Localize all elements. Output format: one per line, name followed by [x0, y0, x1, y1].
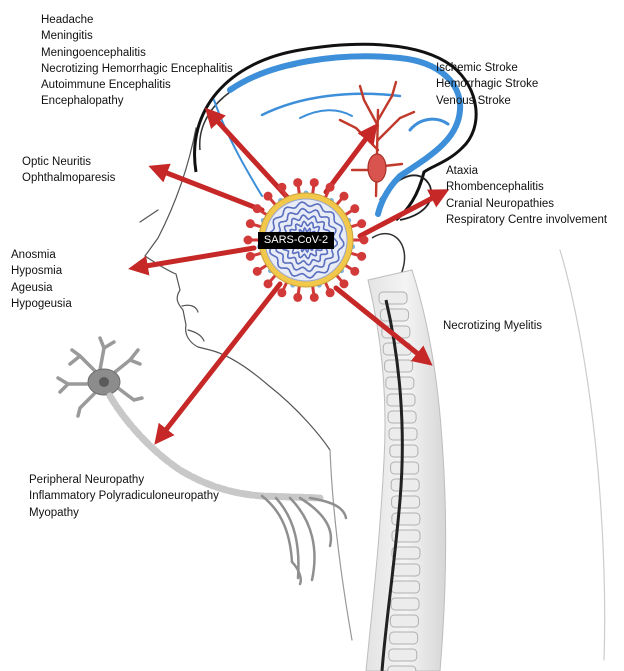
label-item: Ischemic Stroke	[436, 60, 538, 76]
label-group-peripheral: Peripheral Neuropathy Inflammatory Polyr…	[29, 472, 219, 521]
label-item: Headache	[41, 12, 233, 28]
virus-spike-head	[253, 204, 262, 213]
label-item: Hypogeusia	[11, 296, 72, 312]
neuron-icon	[58, 338, 346, 584]
label-item: Cranial Neuropathies	[446, 196, 607, 212]
spine-icon	[366, 270, 446, 671]
label-item: Ataxia	[446, 163, 607, 179]
virus-spike-head	[350, 204, 359, 213]
vertebra	[389, 649, 417, 661]
virus-spike-head	[310, 178, 319, 187]
label-item: Inflammatory Polyradiculoneuropathy	[29, 488, 219, 504]
label-group-cns-inflammatory: Headache Meningitis Meningoencephalitis …	[41, 12, 233, 110]
venous-sinus-icon	[214, 56, 460, 214]
label-item: Ageusia	[11, 280, 72, 296]
label-item: Autoimmune Encephalitis	[41, 77, 233, 93]
vertebra	[391, 462, 419, 474]
vertebra	[392, 496, 420, 508]
vertebra	[391, 598, 419, 610]
virus-label: SARS-CoV-2	[258, 232, 334, 249]
label-item: Hyposmia	[11, 263, 72, 279]
label-item: Ophthalmoparesis	[22, 170, 115, 186]
virus-spike-head	[326, 288, 335, 297]
label-item: Respiratory Centre involvement	[446, 212, 607, 228]
virus-spike-head	[264, 279, 273, 288]
label-item: Anosmia	[11, 247, 72, 263]
virus-spike-head	[253, 267, 262, 276]
label-item: Hemorrhagic Stroke	[436, 76, 538, 92]
vertebra	[392, 564, 420, 576]
virus-spike-head	[326, 183, 335, 192]
label-item: Meningoencephalitis	[41, 45, 233, 61]
virus-spike-head	[350, 267, 359, 276]
vertebra	[379, 292, 407, 304]
virus-spike-head	[264, 192, 273, 201]
vertebra	[391, 581, 419, 593]
vertebra	[390, 632, 418, 644]
arrow-ocular	[154, 168, 262, 210]
virus-spike-head	[357, 219, 366, 228]
virus-spike-head	[277, 183, 286, 192]
vertebra	[390, 615, 418, 627]
label-group-cerebrovascular: Ischemic Stroke Hemorrhagic Stroke Venou…	[436, 60, 538, 109]
virus-spike-head	[293, 178, 302, 187]
label-group-spinal: Necrotizing Myelitis	[443, 318, 542, 334]
virus-spike-head	[339, 279, 348, 288]
vertebra	[392, 513, 420, 525]
label-item: Peripheral Neuropathy	[29, 472, 219, 488]
label-group-olfactory-gustatory: Anosmia Hyposmia Ageusia Hypogeusia	[11, 247, 72, 312]
virus-spike-head	[246, 252, 255, 261]
label-item: Necrotizing Myelitis	[443, 318, 542, 334]
label-item: Optic Neuritis	[22, 154, 115, 170]
label-group-brainstem: Ataxia Rhombencephalitis Cranial Neuropa…	[446, 163, 607, 228]
vertebra	[388, 666, 416, 671]
vertebra	[380, 309, 408, 321]
virus-spike-head	[339, 192, 348, 201]
virus-spike-head	[293, 293, 302, 302]
label-item: Meningitis	[41, 28, 233, 44]
arrow-peripheral	[158, 284, 280, 440]
arrow-cns-inflammatory	[209, 112, 288, 198]
label-item: Rhombencephalitis	[446, 179, 607, 195]
vertebra	[391, 479, 419, 491]
label-item: Venous Stroke	[436, 93, 538, 109]
virus-spike-head	[244, 236, 253, 245]
virus-spike-head	[246, 219, 255, 228]
label-item: Encephalopathy	[41, 93, 233, 109]
arrow-brainstem	[360, 192, 444, 236]
label-item: Myopathy	[29, 505, 219, 521]
virus-spike-head	[357, 252, 366, 261]
virus-spike-head	[310, 293, 319, 302]
label-item: Necrotizing Hemorrhagic Encephalitis	[41, 61, 233, 77]
label-group-ocular: Optic Neuritis Ophthalmoparesis	[22, 154, 115, 187]
virus-spike-head	[360, 236, 369, 245]
arrow-cerebrovascular	[326, 128, 374, 192]
arrow-olfactory-gustatory	[134, 248, 254, 268]
virus-spike-head	[277, 288, 286, 297]
